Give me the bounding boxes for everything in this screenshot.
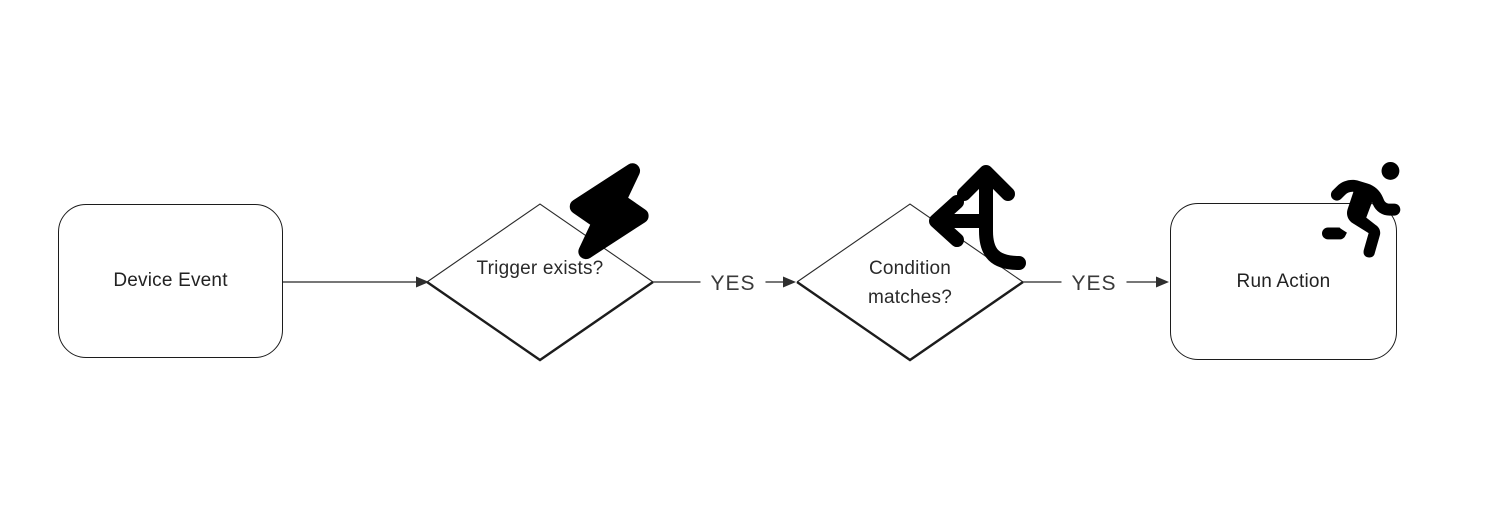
node-device-event-label: Device Event bbox=[113, 270, 228, 291]
node-run-action: Run Action bbox=[1170, 203, 1397, 360]
arrowhead-icon bbox=[416, 276, 429, 288]
node-condition-matches-label: Condition matches? bbox=[868, 258, 952, 308]
edge-label-yes-2: YES bbox=[1061, 271, 1127, 297]
node-trigger-exists-label: Trigger exists? bbox=[476, 258, 604, 279]
arrowhead-icon bbox=[783, 276, 796, 288]
lightning-bolt-icon bbox=[569, 163, 649, 260]
connector-device-to-trigger bbox=[283, 276, 429, 288]
node-device-event: Device Event bbox=[58, 204, 283, 358]
directions-split-icon bbox=[929, 165, 1026, 270]
edge-label-yes-1: YES bbox=[700, 271, 766, 297]
arrowhead-icon bbox=[1156, 276, 1169, 288]
node-run-action-label: Run Action bbox=[1236, 270, 1331, 292]
